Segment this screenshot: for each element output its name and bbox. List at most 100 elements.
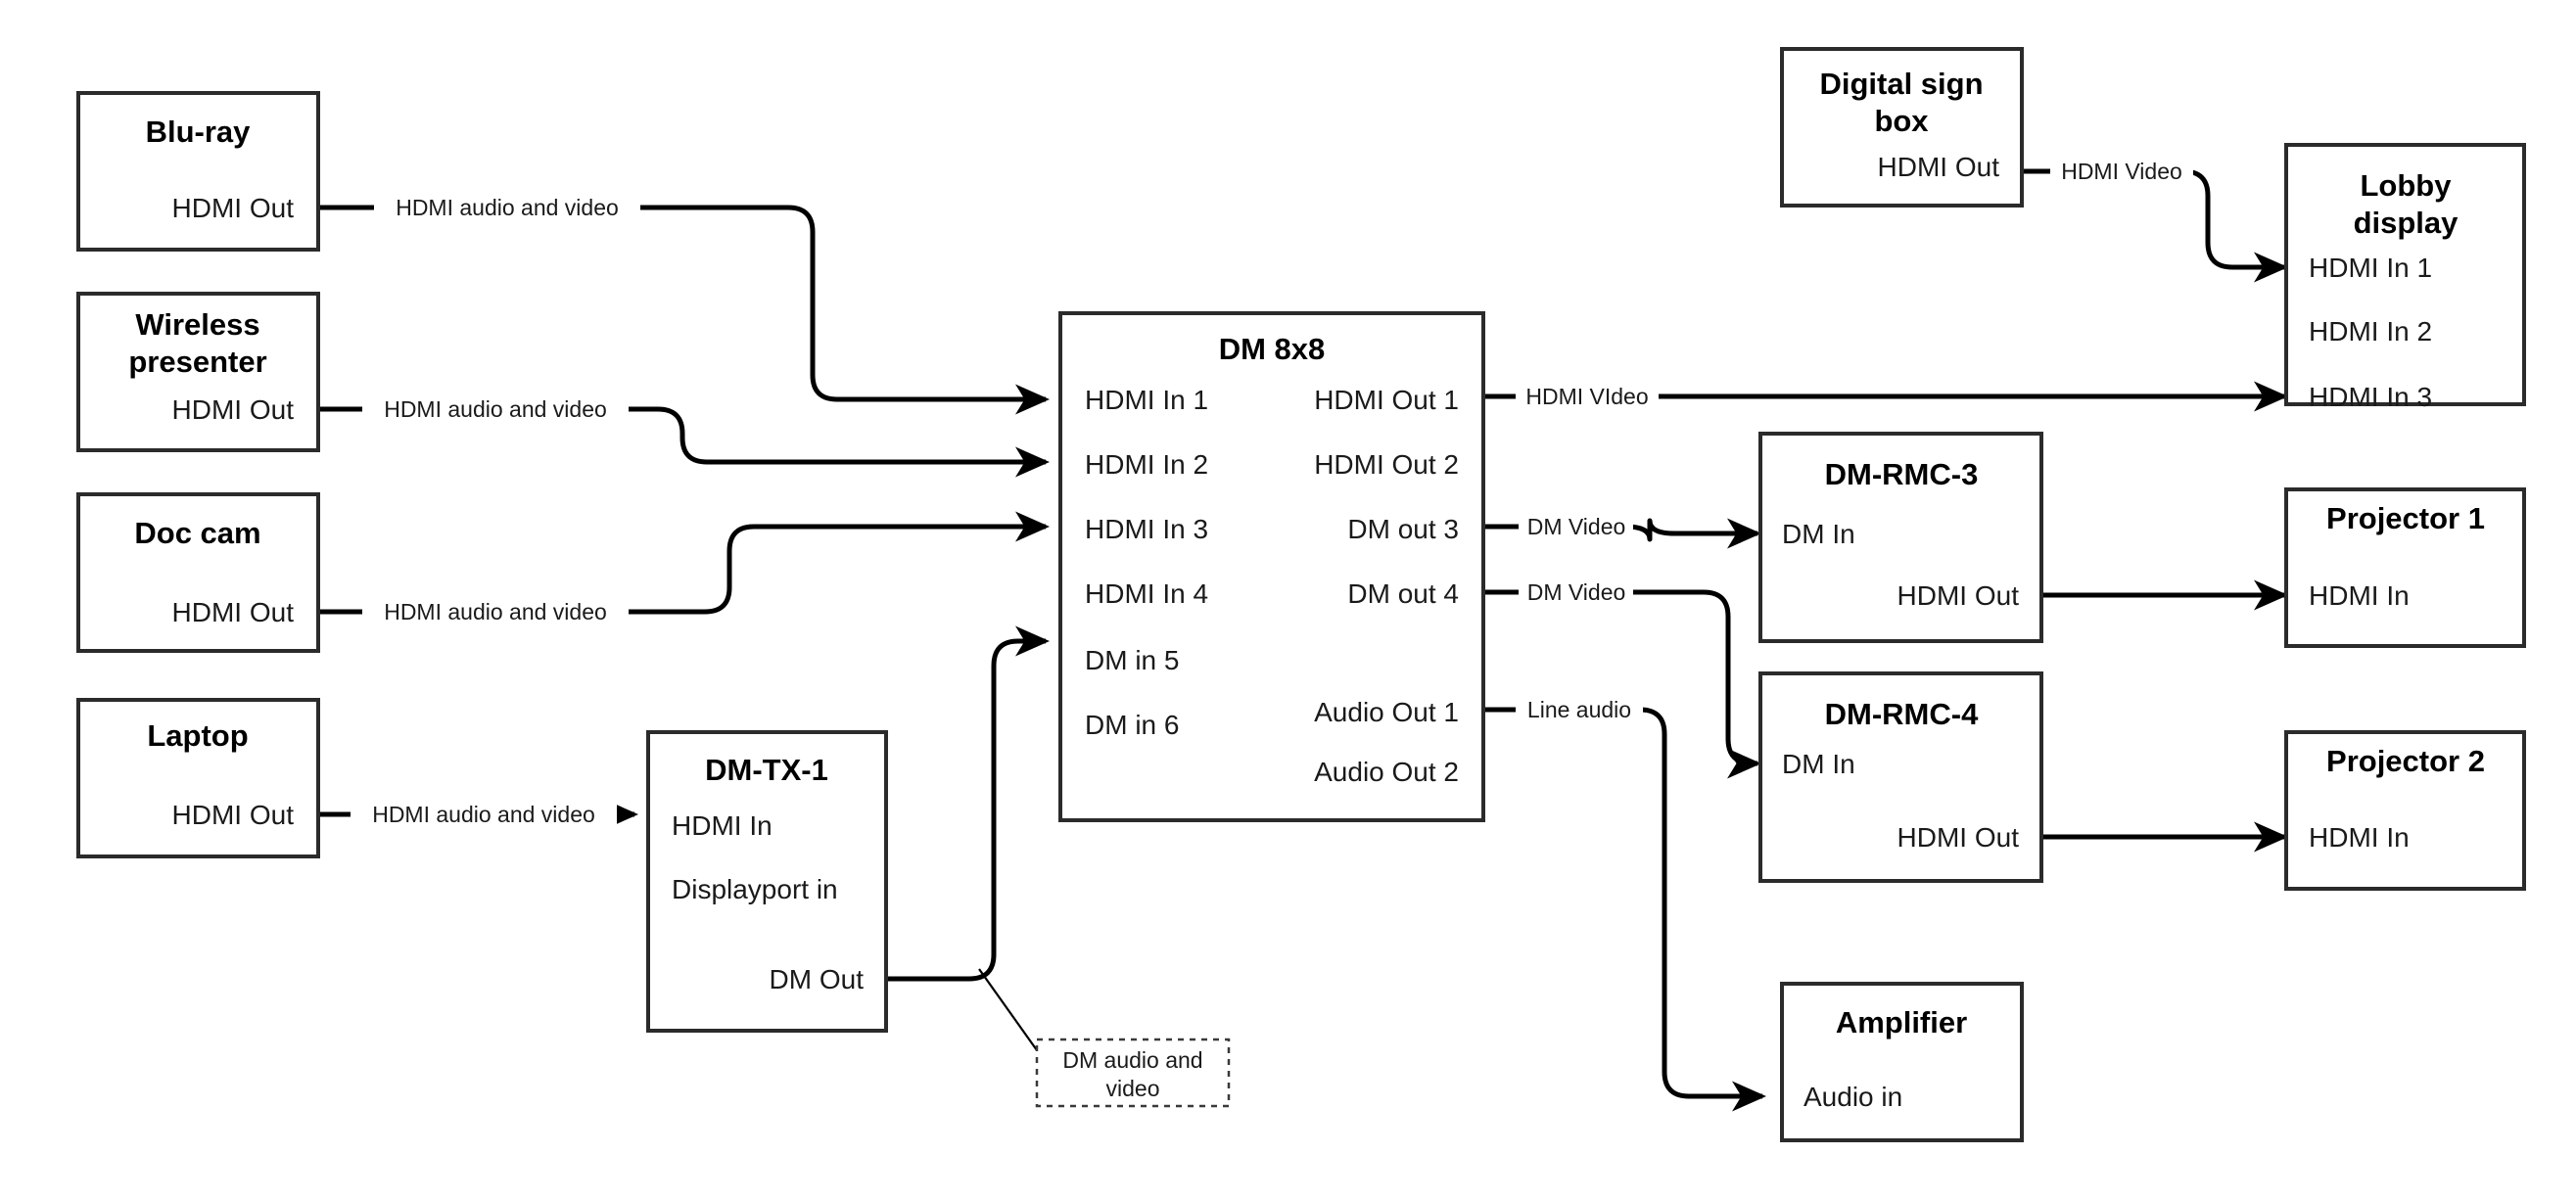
wire-dm-out-3-to-rmc3	[1483, 518, 1762, 549]
port-hdmi-in-2: HDMI In 2	[1085, 449, 1208, 480]
label-bg	[1516, 693, 1643, 726]
port-audio-out-2: Audio Out 2	[1314, 757, 1459, 787]
device-box	[1758, 671, 2043, 883]
device-title: Digital sign	[1819, 67, 1983, 101]
device-dm-rmc-3[interactable]: DM-RMC-3 DM In HDMI Out	[1758, 432, 2043, 643]
cable-label-audio-out-1: Line audio	[1527, 697, 1631, 722]
note-line-1: DM audio and	[1062, 1047, 1202, 1073]
cable-label-bluray: HDMI audio and video	[396, 195, 619, 220]
device-box	[1780, 982, 2024, 1142]
port-hdmi-in-1: HDMI In 1	[2309, 253, 2432, 283]
device-title: Lobby	[2361, 168, 2453, 203]
port-dm-in: DM In	[1782, 519, 1855, 549]
device-box	[1758, 432, 2043, 643]
port-hdmi-out: HDMI Out	[1897, 822, 2020, 853]
port-dm-in: DM In	[1782, 749, 1855, 779]
port-displayport-in: Displayport in	[672, 874, 838, 904]
label-bg	[1519, 576, 1633, 609]
label-bg	[374, 191, 640, 224]
port-hdmi-out: HDMI Out	[172, 800, 295, 830]
device-wireless-presenter[interactable]: Wireless presenter HDMI Out	[76, 292, 320, 452]
device-title: Amplifier	[1836, 1005, 1967, 1039]
device-box	[1058, 311, 1485, 822]
wire-dmtx1-to-dm-in-5	[886, 625, 1051, 982]
device-projector-1[interactable]: Projector 1 HDMI In	[2284, 487, 2526, 648]
device-digital-sign-box[interactable]: Digital sign box HDMI Out	[1780, 47, 2024, 208]
port-hdmi-in: HDMI In	[672, 810, 773, 841]
port-dm-out: DM Out	[770, 964, 865, 994]
device-dm-tx-1[interactable]: DM-TX-1 HDMI In Displayport in DM Out	[646, 730, 888, 1033]
port-audio-out-1: Audio Out 1	[1314, 697, 1459, 727]
port-hdmi-in-4: HDMI In 4	[1085, 578, 1208, 609]
label-bg	[2050, 155, 2193, 188]
wire-wireless-to-hdmi-in-2	[318, 406, 1051, 478]
port-dm-in-5: DM in 5	[1085, 645, 1179, 675]
wire-bluray-to-hdmi-in-1	[318, 205, 1051, 415]
port-hdmi-out-1: HDMI Out 1	[1314, 385, 1459, 415]
device-bluray[interactable]: Blu-ray HDMI Out	[76, 91, 320, 252]
port-dm-in-6: DM in 6	[1085, 710, 1179, 740]
port-hdmi-out: HDMI Out	[172, 193, 295, 223]
wire-doccam-to-hdmi-in-3	[318, 511, 1051, 615]
cable-label-sign-to-lobby: HDMI Video	[2061, 159, 2182, 184]
device-box	[2284, 487, 2526, 648]
port-hdmi-out: HDMI Out	[1897, 580, 2020, 611]
label-bg	[1516, 380, 1659, 413]
cable-label-dm-out-3: DM Video	[1527, 514, 1626, 539]
device-box	[2284, 730, 2526, 891]
device-title: Projector 1	[2326, 501, 2485, 535]
note-leader-line	[978, 968, 1038, 1051]
port-audio-in: Audio in	[1803, 1082, 1902, 1112]
device-box	[1780, 47, 2024, 208]
note-box	[1035, 1038, 1231, 1108]
device-box	[76, 91, 320, 252]
device-projector-2[interactable]: Projector 2 HDMI In	[2284, 730, 2526, 891]
device-title: Projector 2	[2326, 744, 2485, 778]
device-lobby-display[interactable]: Lobby display HDMI In 1 HDMI In 2 HDMI I…	[2284, 143, 2526, 412]
port-hdmi-out: HDMI Out	[172, 597, 295, 627]
port-hdmi-in-3: HDMI In 3	[1085, 514, 1208, 544]
cable-label-wireless: HDMI audio and video	[384, 396, 607, 422]
port-hdmi-in-3: HDMI In 3	[2309, 382, 2432, 412]
device-title-line2: display	[2354, 206, 2459, 240]
wire-sign-to-lobby-hdmi-in-1	[2020, 168, 2289, 283]
label-bg	[351, 798, 617, 831]
device-title: DM-TX-1	[705, 753, 828, 787]
label-bg	[1519, 510, 1633, 543]
wire-dm-out-4-to-rmc4	[1483, 589, 1762, 779]
port-hdmi-out: HDMI Out	[172, 394, 295, 425]
cable-label-laptop: HDMI audio and video	[372, 802, 595, 827]
label-bg	[362, 393, 629, 426]
device-laptop[interactable]: Laptop HDMI Out	[76, 698, 320, 858]
note-line-2: video	[1106, 1076, 1160, 1101]
device-title: Wireless	[135, 307, 259, 342]
device-dm-8x8[interactable]: DM 8x8 HDMI In 1 HDMI In 2 HDMI In 3 HDM…	[1058, 311, 1485, 822]
port-hdmi-out: HDMI Out	[1878, 152, 2000, 182]
port-dm-out-3: DM out 3	[1347, 514, 1459, 544]
port-hdmi-in-2: HDMI In 2	[2309, 316, 2432, 346]
device-doc-cam[interactable]: Doc cam HDMI Out	[76, 492, 320, 653]
device-box	[76, 698, 320, 858]
device-box	[646, 730, 888, 1033]
port-hdmi-in: HDMI In	[2309, 580, 2410, 611]
port-hdmi-in-1: HDMI In 1	[1085, 385, 1208, 415]
port-hdmi-in: HDMI In	[2309, 822, 2410, 853]
device-box	[76, 292, 320, 452]
device-dm-rmc-4[interactable]: DM-RMC-4 DM In HDMI Out	[1758, 671, 2043, 883]
device-amplifier[interactable]: Amplifier Audio in	[1780, 982, 2024, 1142]
device-box	[2284, 143, 2526, 406]
device-title: DM-RMC-4	[1825, 697, 1979, 731]
device-title: DM-RMC-3	[1825, 457, 1979, 491]
wire-audio-out-1-to-amplifier	[1483, 707, 1767, 1112]
port-dm-out-4: DM out 4	[1347, 578, 1459, 609]
device-box	[76, 492, 320, 653]
cable-label-doccam: HDMI audio and video	[384, 599, 607, 624]
device-title: DM 8x8	[1219, 332, 1326, 366]
label-bg	[362, 595, 629, 628]
device-title: Blu-ray	[146, 115, 252, 149]
device-title: Laptop	[147, 718, 248, 753]
cable-label-dm-out-4: DM Video	[1527, 579, 1626, 605]
device-title-line2: box	[1874, 104, 1929, 138]
